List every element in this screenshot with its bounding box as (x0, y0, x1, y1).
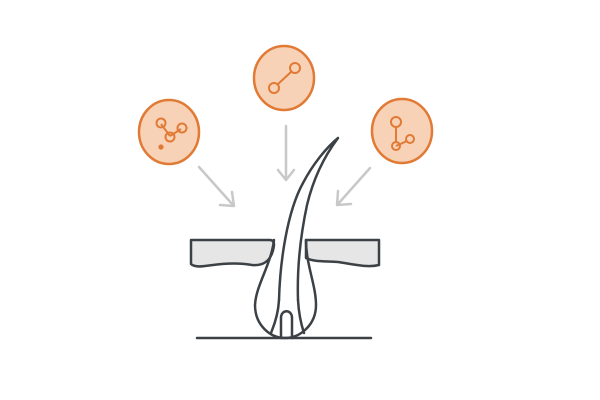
hair-follicle (253, 136, 340, 340)
arrow-down-left-icon (335, 166, 372, 207)
arrow-top (276, 124, 296, 182)
molecule-left (137, 98, 201, 166)
skin-layer-icon (189, 238, 381, 340)
hair-follicle-icon (253, 136, 340, 340)
arrow-right (335, 166, 372, 207)
molecule-right (370, 97, 434, 165)
molecule-branch-icon (390, 116, 415, 151)
skin-layer (189, 238, 381, 340)
molecule-dumbbell-icon (268, 62, 301, 94)
molecule-top (252, 44, 316, 112)
molecule-cluster-icon (155, 117, 188, 150)
arrow-down-right-icon (197, 165, 236, 208)
arrow-left (197, 165, 236, 208)
arrow-down-icon (276, 124, 296, 182)
